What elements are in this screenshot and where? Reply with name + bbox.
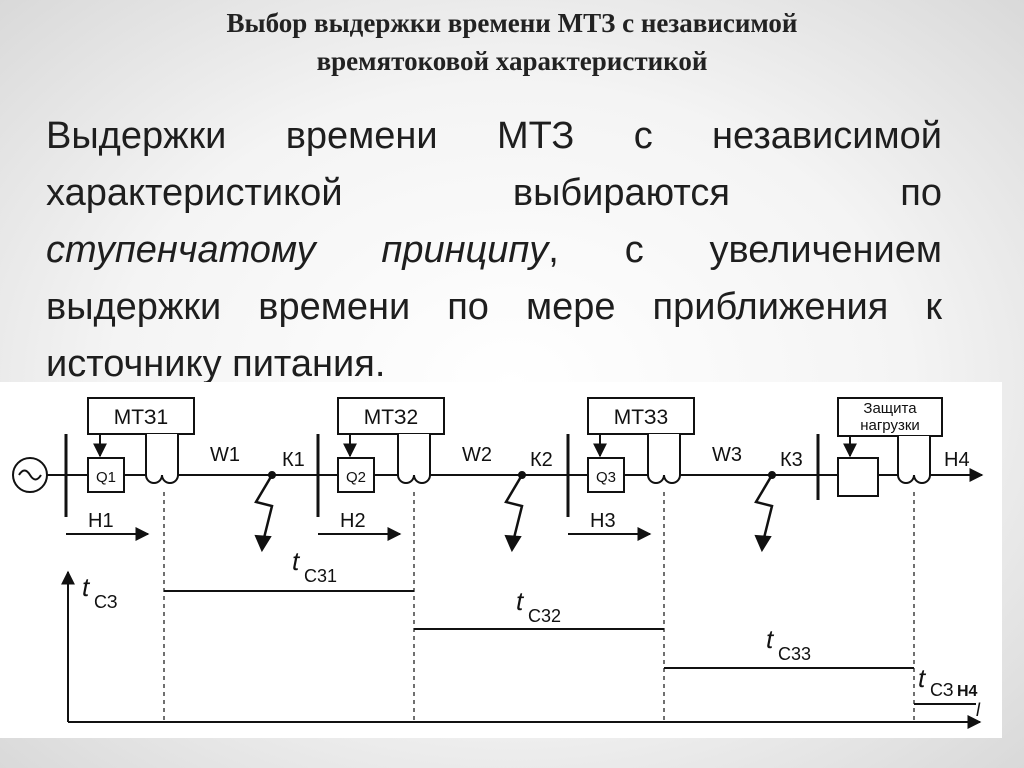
sine-icon [18, 469, 42, 481]
line-label-3: W3 [712, 444, 742, 466]
load-protection-label-1: Защита [863, 400, 917, 417]
word: с [624, 229, 644, 271]
breaker-box-3 [587, 457, 625, 493]
load-protection-label-2: нагрузки [860, 417, 920, 434]
step-label-4-extra: Н4 [957, 683, 978, 700]
word: Выдержки [46, 115, 227, 157]
step-label-4-t: t [918, 663, 927, 693]
body-line-3: ступенчатому принципу, с увеличением [46, 222, 942, 279]
protection-set-2 [337, 397, 445, 493]
italic-word: принципу [381, 229, 549, 271]
protection-set-1 [87, 397, 195, 493]
protection-label-1: МТЗ1 [114, 406, 168, 429]
load-protection-set [837, 397, 943, 497]
lightning-icon-3 [754, 474, 774, 553]
protection-box-2 [337, 397, 445, 435]
diagram-svg: МТЗ1 МТЗ2 МТЗ3 Защита нагрузки Q1 Q2 Q3 … [12, 397, 984, 729]
y-axis-letter: t [82, 572, 91, 602]
end-node-label: Н4 [944, 449, 970, 471]
title-line-2: времятоковой характеристикой [316, 46, 708, 76]
network-scheme [12, 397, 984, 553]
node-label-3: Н3 [590, 510, 616, 532]
lightning-icon-2 [504, 474, 524, 553]
protection-box-1 [87, 397, 195, 435]
load-breaker-box [837, 457, 879, 497]
protection-label-2: МТЗ2 [364, 406, 418, 429]
body-line-4: выдержки времени по мере приближения к [46, 279, 942, 336]
node-label-2: Н2 [340, 510, 366, 532]
breaker-box-2 [337, 457, 375, 493]
body-line-5: источнику питания. [46, 336, 942, 393]
line-label-1: W1 [210, 444, 240, 466]
protection-label-3: МТЗ3 [614, 406, 668, 429]
breaker-box-1 [87, 457, 125, 493]
word: независимой [712, 115, 942, 157]
node-label-1: Н1 [88, 510, 114, 532]
step-label-1-t: t [292, 546, 301, 576]
word: к [925, 286, 942, 328]
word: МТЗ [496, 115, 575, 157]
word: характеристикой [46, 172, 343, 214]
step-label-2-t: t [516, 586, 525, 616]
fault-label-1: К1 [282, 449, 305, 471]
word: времени [285, 115, 438, 157]
step-label-1-sub: С31 [304, 566, 337, 586]
word: с [633, 115, 653, 157]
breaker-label-2: Q2 [346, 469, 366, 486]
slide-title: Выбор выдержки времени МТЗ с независимой… [20, 4, 1004, 80]
load-protection-box [837, 397, 943, 437]
breaker-label-1: Q1 [96, 469, 116, 486]
word: по [447, 286, 489, 328]
fault-label-3: К3 [780, 449, 803, 471]
protection-set-3 [587, 397, 695, 493]
title-line-1: Выбор выдержки времени МТЗ с независимой [226, 8, 798, 38]
word: выдержки [46, 286, 222, 328]
step-label-3-t: t [766, 624, 775, 654]
word: выбираются [512, 172, 730, 214]
current-transformer-3 [647, 434, 681, 484]
step-label-2-sub: С32 [528, 606, 561, 626]
breaker-label-3: Q3 [596, 469, 616, 486]
protection-diagram: МТЗ1 МТЗ2 МТЗ3 Защита нагрузки Q1 Q2 Q3 … [0, 382, 1002, 738]
body-paragraph: Выдержки времени МТЗ с независимой харак… [46, 108, 942, 393]
current-transformer-1 [145, 434, 179, 484]
word: приближения [652, 286, 889, 328]
step-label-4-sub: СЗ [930, 680, 954, 700]
body-line-2: характеристикой выбираются по [46, 165, 942, 222]
protection-box-3 [587, 397, 695, 435]
line-label-2: W2 [462, 444, 492, 466]
step-label-3-sub: С33 [778, 644, 811, 664]
current-transformer-2 [397, 434, 431, 484]
lightning-icon-1 [254, 474, 274, 553]
italic-phrase-end: принципу, [381, 222, 558, 279]
word: увеличением [709, 229, 942, 271]
italic-word: ступенчатому [46, 229, 316, 271]
current-transformer-4 [897, 436, 931, 484]
x-axis-letter: l [976, 700, 981, 720]
body-line-1: Выдержки времени МТЗ с независимой [46, 108, 942, 165]
word: источнику питания. [46, 343, 386, 385]
comma: , [548, 229, 559, 271]
time-graph [61, 570, 982, 729]
diagram-labels: МТЗ1 МТЗ2 МТЗ3 Защита нагрузки Q1 Q2 Q3 … [82, 400, 981, 720]
fault-label-2: К2 [530, 449, 553, 471]
y-axis-subscript: СЗ [94, 592, 118, 612]
dashed-guides [163, 492, 915, 722]
word: мере [525, 286, 616, 328]
word: по [900, 172, 942, 214]
word: времени [258, 286, 411, 328]
